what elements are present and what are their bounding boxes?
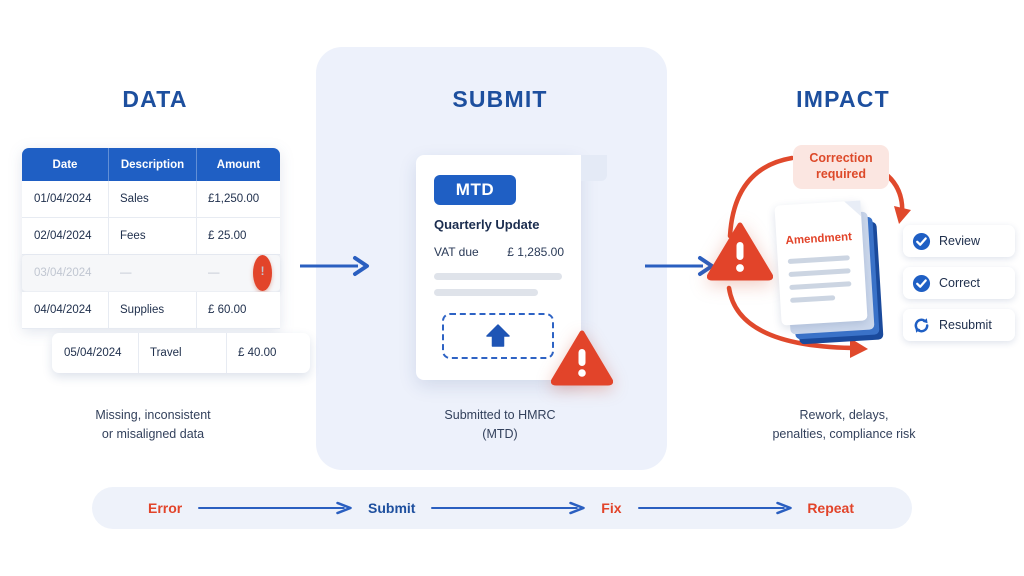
flow-step-error: Error <box>148 500 183 516</box>
arrow-data-to-submit-icon <box>300 255 374 282</box>
amendment-label: Amendment <box>785 231 853 248</box>
vat-due-label: VAT due <box>434 245 479 259</box>
flow-arrow-icon <box>182 500 368 516</box>
transactions-table: Date Description Amount 01/04/2024 Sales… <box>22 148 280 329</box>
action-pill-resubmit[interactable]: Resubmit <box>903 309 1015 341</box>
amendment-document-front: Amendment <box>774 200 868 326</box>
error-alert-icon[interactable]: ! <box>253 255 272 291</box>
action-pill-label: Resubmit <box>939 318 992 332</box>
cell-description: — <box>120 267 132 279</box>
vat-due-value: £ 1,285.00 <box>507 245 564 259</box>
mtd-badge: MTD <box>434 175 516 205</box>
vat-due-row: VAT due £ 1,285.00 <box>434 245 564 259</box>
check-circle-icon <box>912 274 931 292</box>
table-row-misaligned[interactable]: 05/04/2024 Travel £ 40.00 <box>52 333 310 373</box>
table-header-description: Description <box>108 148 196 181</box>
action-pill-label: Review <box>939 234 980 248</box>
correction-required-badge: Correction required <box>793 145 889 189</box>
placeholder-line <box>787 255 850 265</box>
table-row-error[interactable]: 03/04/2024 — — ! <box>22 255 280 292</box>
cell-amount: £ 60.00 <box>196 292 280 328</box>
arrow-submit-to-impact-icon <box>645 255 719 282</box>
impact-warning-triangle-icon <box>706 222 774 287</box>
table-header-date: Date <box>52 158 78 171</box>
cell-date: 02/04/2024 <box>34 230 92 242</box>
cell-amount: — <box>208 267 220 279</box>
cell-amount: £ 25.00 <box>196 218 280 254</box>
caption-impact: Rework, delays, penalties, compliance ri… <box>772 408 916 442</box>
flow-step-repeat: Repeat <box>807 500 854 516</box>
cycle-flow-bar: Error Submit Fix Repeat <box>92 487 912 529</box>
cell-amount: £ 40.00 <box>226 333 310 373</box>
cell-description: Travel <box>138 333 226 373</box>
correction-badge-line1: Correction <box>809 151 873 166</box>
cell-date: 01/04/2024 <box>34 193 92 205</box>
check-circle-icon <box>912 232 931 250</box>
table-row[interactable]: 04/04/2024 Supplies £ 60.00 <box>22 292 280 329</box>
column-heading-submit: SUBMIT <box>452 86 548 112</box>
action-pill-correct[interactable]: Correct <box>903 267 1015 299</box>
column-heading-impact: IMPACT <box>796 86 890 112</box>
placeholder-line <box>434 289 538 296</box>
document-title: Quarterly Update <box>434 217 540 232</box>
document-fold-corner-icon <box>547 155 581 189</box>
upload-dropzone[interactable] <box>442 313 554 359</box>
placeholder-line <box>434 273 562 280</box>
cell-amount: £1,250.00 <box>196 181 280 217</box>
submit-warning-triangle-icon <box>550 330 614 391</box>
flow-step-fix: Fix <box>601 500 622 516</box>
table-row[interactable]: 02/04/2024 Fees £ 25.00 <box>22 218 280 255</box>
document-fold-corner-icon <box>844 200 862 218</box>
caption-submit: Submitted to HMRC (MTD) <box>444 408 556 442</box>
table-header-amount: Amount <box>196 148 280 181</box>
placeholder-line <box>790 295 836 303</box>
refresh-icon <box>914 317 929 333</box>
cell-date: 03/04/2024 <box>34 267 92 279</box>
table-row[interactable]: 01/04/2024 Sales £1,250.00 <box>22 181 280 218</box>
amendment-document-stack: Amendment <box>772 198 897 346</box>
cell-date: 04/04/2024 <box>34 304 92 316</box>
cell-description: Fees <box>108 218 196 254</box>
mtd-submission-document: MTD Quarterly Update VAT due £ 1,285.00 <box>416 155 607 380</box>
flow-step-submit: Submit <box>368 500 416 516</box>
placeholder-line <box>788 268 851 277</box>
cell-description: Supplies <box>108 292 196 328</box>
document-fold-shadow <box>581 155 607 181</box>
cell-description: Sales <box>108 181 196 217</box>
column-heading-data: DATA <box>122 86 188 112</box>
action-pill-label: Correct <box>939 276 980 290</box>
cell-date: 05/04/2024 <box>64 347 122 359</box>
upload-arrow-icon <box>486 324 510 347</box>
flow-arrow-icon <box>415 500 601 516</box>
caption-data: Missing, inconsistent or misaligned data <box>95 408 211 442</box>
flow-arrow-icon <box>622 500 808 516</box>
table-header-row: Date Description Amount <box>22 148 280 181</box>
impact-action-list: Review Correct Resubmit <box>903 225 1015 351</box>
action-pill-review[interactable]: Review <box>903 225 1015 257</box>
placeholder-line <box>789 281 852 290</box>
correction-badge-line2: required <box>815 167 866 181</box>
